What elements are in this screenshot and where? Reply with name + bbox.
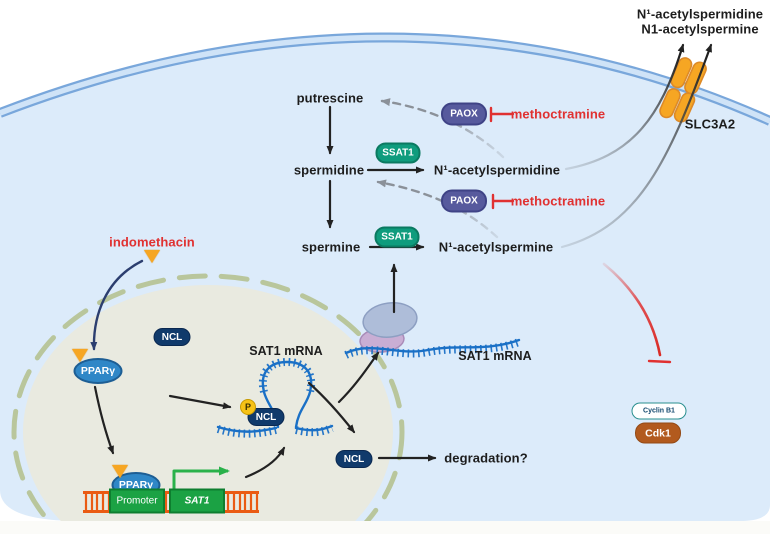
label-methoctramine-top: methoctramine: [510, 106, 606, 122]
label-sat1-mrna-nucleus: SAT1 mRNA: [249, 344, 323, 358]
gene-box-sat1: SAT1: [169, 488, 225, 514]
phospho-badge: P: [240, 399, 256, 415]
inhibition-lines: [489, 106, 672, 364]
arrow-mrna-export: [337, 351, 380, 404]
enzyme-badge-paox-bottom: PAOX: [441, 189, 487, 213]
label-n1-acetylspermidine: N¹-acetylspermidine: [433, 162, 561, 178]
label-n1-acetylspermine: N¹-acetylspermine: [438, 239, 554, 255]
label-sat1-mrna-cytoplasm: SAT1 mRNA: [458, 349, 532, 363]
ribosome-large-subunit: [362, 302, 418, 338]
reaction-arrows: [90, 105, 437, 479]
arrow-ncl-release: [307, 381, 356, 434]
plasma-membrane: [0, 32, 770, 126]
ligand-triangle-icon-pparg-promoter: [112, 465, 128, 478]
label-slc3a2: SLC3A2: [684, 116, 736, 132]
enzyme-badge-ssat1-bottom: SSAT1: [374, 226, 420, 248]
acetylspermine-inhibits-cdk1: [602, 262, 662, 357]
cytoplasmic-mrna: [344, 338, 521, 355]
protein-badge-pparg-free: PPARγ: [73, 358, 123, 384]
arrow-export-acetylspermine: [560, 43, 713, 249]
methoctramine-inhibits-paox-top: [489, 106, 515, 123]
label-spermine: spermine: [301, 239, 361, 255]
protein-badge-ncl-released: NCL: [335, 450, 373, 468]
label-exported-acetylspermidine: N¹-acetylspermidine: [636, 6, 764, 22]
protein-badge-ncl-on-mrna: NCL: [247, 408, 285, 426]
arrow-export-acetylspermidine: [564, 43, 685, 171]
label-exported-acetylspermine: N1-acetylspermine: [641, 21, 759, 37]
gene-box-promoter: Promoter: [109, 488, 165, 514]
label-putrescine: putrescine: [296, 90, 364, 106]
arrow-pparg-to-promoter: [93, 385, 115, 455]
arrow-transcript-to-hairpin: [244, 446, 286, 479]
label-methoctramine-bottom: methoctramine: [510, 193, 606, 209]
sat1-mrna-hairpin: [216, 357, 334, 438]
protein-badge-cyclin-b1: Cyclin B1: [631, 402, 687, 420]
label-indomethacin: indomethacin: [109, 234, 195, 250]
arrow-acetylspermine-to-spermidine: [376, 179, 499, 239]
ligand-triangle-icon-pparg-free: [72, 349, 88, 362]
export-arrows: [560, 43, 713, 249]
label-degradation: degradation?: [444, 450, 528, 466]
arrow-ncl-binds-mrna: [168, 394, 232, 410]
arrow-indomethacin-to-pparg: [90, 259, 144, 351]
nuclear-envelope-dashes: [11, 273, 405, 534]
label-spermidine: spermidine: [293, 162, 365, 178]
enzyme-badge-paox-top: PAOX: [441, 102, 487, 126]
enzyme-badge-ssat1-top: SSAT1: [375, 142, 421, 164]
indomethacin-triangle-icon: [144, 250, 160, 263]
methoctramine-inhibits-paox-bottom: [491, 193, 515, 210]
canvas-bottom-strip: [0, 521, 770, 534]
transcription-start-arrow: [172, 466, 230, 490]
protein-badge-cdk1: Cdk1: [635, 422, 681, 444]
translation-complex: [344, 302, 521, 359]
protein-badge-ncl-nucleus: NCL: [153, 328, 191, 346]
